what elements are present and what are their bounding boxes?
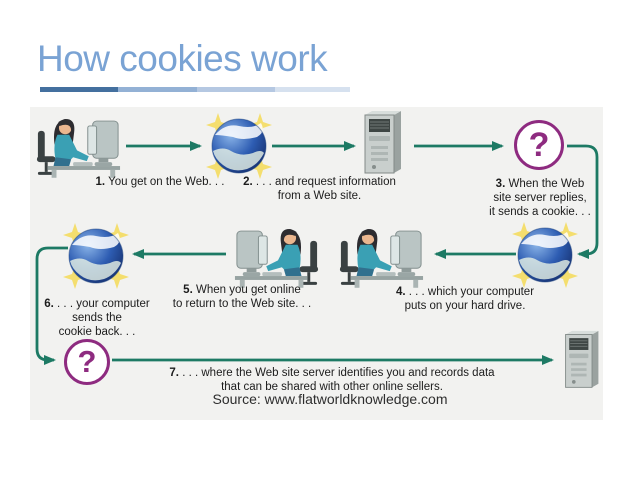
globe-icon <box>509 219 581 291</box>
question-mark-icon: ? <box>64 339 110 385</box>
step-6-label: 6. . . . your computer sends the cookie … <box>44 298 150 339</box>
title-underline-segment-3 <box>197 87 275 92</box>
step-1-label: 1. You get on the Web. . . <box>95 176 225 188</box>
step-4-label: 4. . . . which your computer puts on you… <box>395 286 535 313</box>
person-at-computer-icon <box>34 113 122 178</box>
question-mark-icon: ? <box>514 120 564 170</box>
title-underline-segment-4 <box>275 87 350 92</box>
step-3-label: 3. When the Web site server replies, it … <box>489 178 591 219</box>
server-tower-icon <box>360 109 406 177</box>
step-2-label: 2. . . . and request information from a … <box>243 176 396 203</box>
globe-icon <box>203 110 275 182</box>
arrow-step7-elbow-icon <box>35 246 68 365</box>
arrow-step4-elbow-icon <box>567 144 599 259</box>
step-7-label: 7. . . . where the Web site server ident… <box>169 367 495 394</box>
person-at-computer-icon <box>337 223 425 288</box>
title-underline-segment-1 <box>40 87 118 92</box>
server-tower-icon <box>561 329 603 391</box>
diagram-panel: ? ? 1. You get on the Web. . . 2. . . . … <box>30 107 603 420</box>
flow-arrows <box>35 141 599 365</box>
person-at-computer-icon <box>233 223 321 288</box>
title-underline-segment-2 <box>118 87 197 92</box>
slide-title: How cookies work <box>37 38 328 79</box>
globe-icon <box>60 220 132 292</box>
source-attribution: Source: www.flatworldknowledge.com <box>212 391 448 407</box>
step-5-label: 5. When you get online to return to the … <box>172 284 312 311</box>
